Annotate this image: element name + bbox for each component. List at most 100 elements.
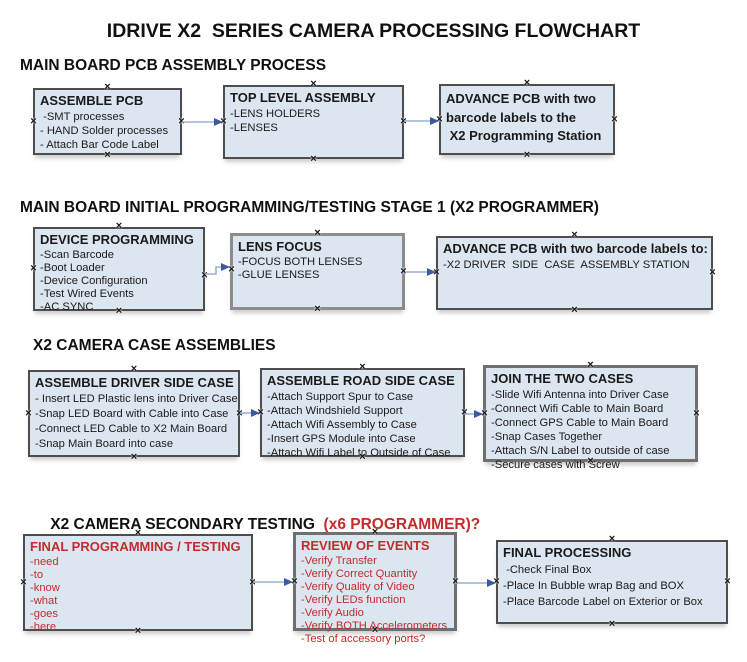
connection-point-icon	[313, 229, 322, 238]
box-title: ADVANCE PCB with two barcode labels to:	[443, 241, 708, 256]
box-line: barcode labels to the	[446, 109, 577, 125]
box-line: -Attach Windshield Support	[267, 405, 403, 417]
connection-point-icon	[290, 577, 299, 586]
connection-point-icon	[435, 115, 444, 124]
box-line: -what	[30, 595, 58, 607]
section-heading-case-assemblies: X2 CAMERA CASE ASSEMBLIES	[33, 337, 276, 354]
connection-point-icon	[130, 365, 139, 374]
box-line: -Attach Support Spur to Case	[267, 391, 414, 403]
flow-box-advance-pcb-driver-side: ADVANCE PCB with two barcode labels to: …	[436, 236, 713, 310]
box-line: -Snap Cases Together	[491, 431, 603, 443]
connection-point-icon	[492, 578, 501, 587]
section-heading-initial-programming: MAIN BOARD INITIAL PROGRAMMING/TESTING S…	[20, 199, 599, 216]
connection-point-icon	[309, 80, 318, 89]
section-heading-secondary-testing: X2 CAMERA SECONDARY TESTING (x6 PROGRAMM…	[33, 498, 480, 552]
connection-point-icon	[608, 535, 617, 544]
box-line: -FOCUS BOTH LENSES	[238, 256, 363, 268]
connection-point-icon	[708, 269, 717, 278]
box-title: ASSEMBLE ROAD SIDE CASE	[267, 373, 455, 388]
box-lines: -FOCUS BOTH LENSES-GLUE LENSES	[238, 256, 397, 282]
connection-point-icon	[219, 118, 228, 127]
connection-point-icon	[432, 269, 441, 278]
box-lines: -Scan Barcode-Boot Loader-Device Configu…	[40, 249, 198, 314]
connection-point-icon	[309, 155, 318, 164]
box-line: -Test Wired Events	[40, 288, 134, 300]
box-line: -X2 DRIVER SIDE CASE ASSEMBLY STATION	[443, 259, 690, 271]
box-line: -Verify Transfer	[301, 555, 377, 567]
box-line: -know	[30, 582, 60, 594]
flow-box-final-processing: FINAL PROCESSING -Check Final Box-Place …	[496, 540, 728, 624]
flow-box-review-of-events: REVIEW OF EVENTS -Verify Transfer-Verify…	[290, 532, 460, 645]
connection-point-icon	[460, 408, 469, 417]
box-lines: -Verify Transfer-Verify Correct Quantity…	[301, 555, 449, 646]
box-line: ADVANCE PCB with two	[446, 91, 596, 106]
connection-point-icon	[177, 117, 186, 126]
box-line: -GLUE LENSES	[238, 269, 320, 281]
box-title: FINAL PROCESSING	[503, 545, 632, 560]
box-line: -Attach S/N Label to outside of case	[491, 445, 670, 457]
flow-box-assemble-road-side-case: ASSEMBLE ROAD SIDE CASE -Attach Support …	[260, 368, 465, 460]
connection-point-icon	[358, 363, 367, 372]
section-heading-text: X2 CAMERA SECONDARY TESTING	[50, 516, 315, 533]
connection-point-icon	[29, 117, 38, 126]
connection-point-icon	[608, 620, 617, 629]
connection-point-icon	[523, 151, 532, 160]
connection-point-icon	[610, 115, 619, 124]
box-line: -Slide Wifi Antenna into Driver Case	[491, 389, 669, 401]
connection-point-icon	[313, 305, 322, 314]
box-line: -Verify Audio	[301, 607, 364, 619]
box-line: -Verify Correct Quantity	[301, 568, 418, 580]
box-line: -need	[30, 556, 59, 568]
box-line: -Connect GPS Cable to Main Board	[491, 417, 669, 429]
box-line: -Test of accessory ports?	[301, 633, 426, 645]
box-line: -Connect LED Cable to X2 Main Board	[35, 423, 228, 435]
connection-point-icon	[692, 409, 701, 418]
flow-box-assemble-pcb: ASSEMBLE PCB -SMT processes - HAND Solder…	[33, 88, 182, 155]
box-line: -Attach Wifi Label to Outside of Case	[267, 447, 451, 459]
box-line: -Verify LEDs function	[301, 594, 406, 606]
box-line: -Attach Wifi Assembly to Case	[267, 419, 417, 431]
box-title: FINAL PROGRAMMING / TESTING	[30, 539, 241, 554]
connection-point-icon	[103, 151, 112, 160]
connection-point-icon	[103, 83, 112, 92]
box-lines: -Slide Wifi Antenna into Driver Case -Con…	[491, 388, 690, 472]
connection-point-icon	[451, 577, 460, 586]
box-lines: -LENS HOLDERS-LENSES	[230, 107, 397, 135]
connection-point-icon	[570, 306, 579, 315]
box-line: -SMT processes	[40, 111, 125, 123]
box-line: -Secure cases with Screw	[491, 459, 620, 471]
box-title: DEVICE PROGRAMMING	[40, 232, 194, 247]
box-title: LENS FOCUS	[238, 239, 322, 254]
box-lines: -Attach Support Spur to Case -Attach Wind…	[267, 390, 458, 460]
box-line: -goes	[30, 608, 58, 620]
section-heading-pcb-assembly: MAIN BOARD PCB ASSEMBLY PROCESS	[20, 57, 327, 74]
box-title: ASSEMBLE PCB	[40, 93, 144, 108]
connection-point-icon	[200, 272, 209, 281]
flowchart-title: IDRIVE X2 SERIES CAMERA PROCESSING FLOWC…	[106, 20, 641, 42]
box-lines: -Check Final Box-Place In Bubble wrap Ba…	[503, 562, 721, 610]
box-line: -Verify BOTH Accelerometers	[301, 620, 448, 632]
box-line: - Insert LED Plastic lens into Driver Ca…	[35, 393, 238, 405]
connection-point-icon	[235, 409, 244, 418]
box-lines: ADVANCE PCB with two barcode labels to th…	[446, 90, 608, 146]
box-line: -to	[30, 569, 44, 581]
flow-box-lens-focus: LENS FOCUS -FOCUS BOTH LENSES-GLUE LENSE…	[230, 233, 405, 310]
connection-point-icon	[399, 118, 408, 127]
box-line: -AC SYNC	[40, 301, 94, 313]
box-line: -Place Barcode Label on Exterior or Box	[503, 596, 703, 608]
connection-point-icon	[480, 409, 489, 418]
box-lines: -X2 DRIVER SIDE CASE ASSEMBLY STATION	[443, 258, 706, 272]
connection-point-icon	[115, 222, 124, 231]
box-title: JOIN THE TWO CASES	[491, 371, 634, 386]
flow-box-device-programming: DEVICE PROGRAMMING -Scan Barcode-Boot Lo…	[33, 227, 205, 314]
box-lines: -need-to-know-what-goes-here	[30, 556, 246, 634]
connection-point-icon	[570, 231, 579, 240]
box-line: -Device Configuration	[40, 275, 148, 287]
connection-point-icon	[256, 408, 265, 417]
box-line: -Boot Loader	[40, 262, 105, 274]
box-line: - HAND Solder processes	[40, 125, 169, 137]
box-line: -Connect Wifi Cable to Main Board	[491, 403, 664, 415]
section-heading-red-suffix: (x6 PROGRAMMER)?	[314, 516, 481, 533]
arrow-deviceprog-to-lensfocus	[205, 263, 230, 275]
